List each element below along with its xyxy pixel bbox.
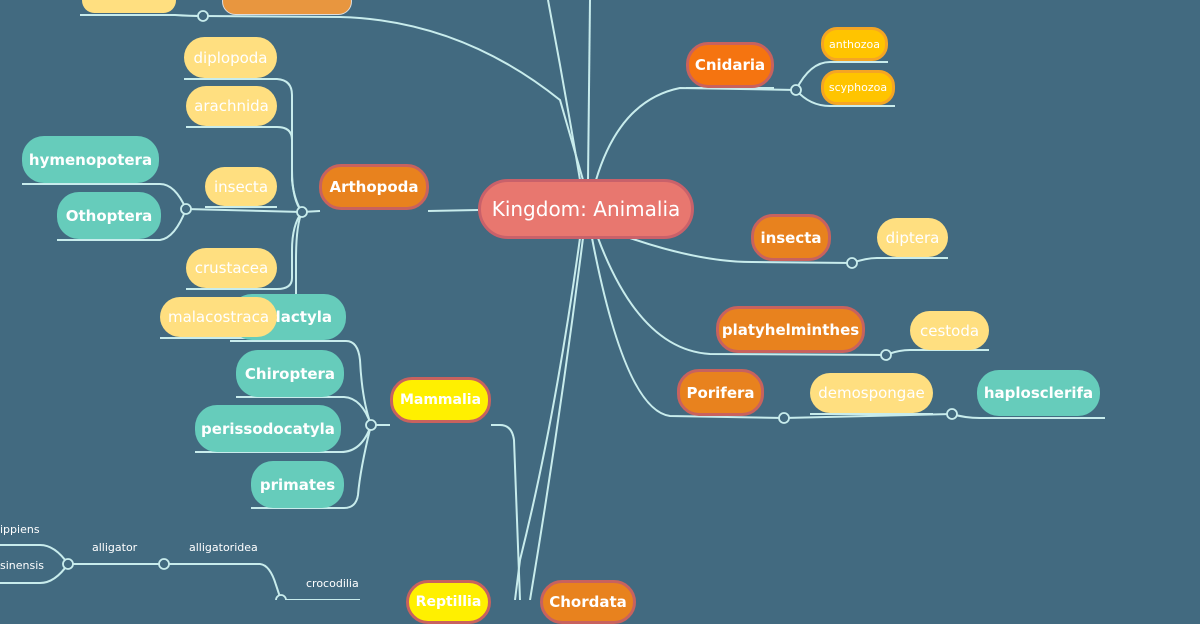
node-chiroptera[interactable]: Chiroptera xyxy=(236,350,344,397)
node-demospongae[interactable]: demospongae xyxy=(810,373,933,413)
node-perissodocatyla[interactable]: perissodocatyla xyxy=(195,405,341,452)
root-node[interactable]: Kingdom: Animalia xyxy=(478,179,694,239)
node-scyphozoa[interactable]: scyphozoa xyxy=(821,70,895,105)
node-cestoda[interactable]: cestoda xyxy=(910,311,989,350)
node-chordata[interactable]: Chordata xyxy=(540,580,636,624)
node-crustacea[interactable]: crustacea xyxy=(186,248,277,288)
node-porifera[interactable]: Porifera xyxy=(677,369,764,416)
node-mammalia[interactable]: Mammalia xyxy=(390,377,491,423)
node-insecta-left[interactable]: insecta xyxy=(205,167,277,206)
node-primates[interactable]: primates xyxy=(251,461,344,508)
node-platyhelminthes[interactable]: platyhelminthes xyxy=(716,306,865,353)
node-hymenopotera[interactable]: hymenopotera xyxy=(22,136,159,183)
node-arachnida[interactable]: arachnida xyxy=(186,86,277,126)
node-anthozoa[interactable]: anthozoa xyxy=(821,27,888,61)
node-label: dactyla xyxy=(270,308,332,326)
node-reptillia[interactable]: Reptillia xyxy=(406,580,491,624)
node-malacostraca[interactable]: malacostraca xyxy=(160,297,277,337)
connector-lines xyxy=(0,0,1105,600)
node-diplopoda[interactable]: diplopoda xyxy=(184,37,277,78)
label-crocodilia[interactable]: crocodilia xyxy=(306,577,359,590)
node-cnidaria[interactable]: Cnidaria xyxy=(686,42,774,88)
node-artiodactyla[interactable]: dactyla xyxy=(230,294,346,340)
partial-node-top-left[interactable] xyxy=(82,0,176,13)
label-alligator[interactable]: alligator xyxy=(92,541,138,554)
node-diptera[interactable]: diptera xyxy=(877,218,948,257)
label-sinensis[interactable]: sinensis xyxy=(0,559,45,572)
node-othoptera[interactable]: Othoptera xyxy=(57,192,161,239)
partial-node-top-orange[interactable] xyxy=(222,0,352,15)
node-insecta-right[interactable]: insecta xyxy=(751,214,831,261)
node-arthopoda[interactable]: Arthopoda xyxy=(319,164,429,210)
junction-node xyxy=(197,10,209,22)
label-alligatoridea[interactable]: alligatoridea xyxy=(189,541,258,554)
node-haplosclerifa[interactable]: haplosclerifa xyxy=(977,370,1100,416)
label-ippiens[interactable]: ippiens xyxy=(0,523,40,536)
